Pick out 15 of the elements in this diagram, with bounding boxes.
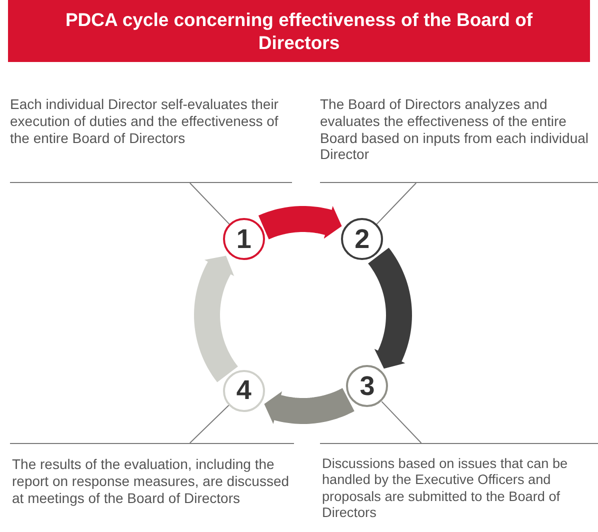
cycle-arrow bbox=[194, 256, 238, 384]
step-number-circle: 1 bbox=[222, 218, 265, 260]
leader-line bbox=[376, 182, 417, 225]
description-text: Discussions based on issues that can be handled by the Executive Officers and proposals are submitted to the Board of Directors bbox=[322, 456, 569, 522]
step-number-circle: 2 bbox=[341, 218, 384, 260]
cycle-arrow bbox=[368, 245, 412, 369]
step-number-circle: 3 bbox=[346, 365, 388, 408]
title-banner: PDCA cycle concerning effectiveness of the Board of Directors bbox=[8, 0, 590, 62]
step-number-circle: 4 bbox=[222, 370, 265, 412]
leader-line bbox=[189, 182, 230, 225]
leader-line bbox=[381, 401, 422, 444]
leader-line bbox=[189, 404, 230, 444]
description-text: The results of the evaluation, including the report on response measures, are discussed at meetings of the Board of Directors bbox=[12, 456, 290, 506]
description-text: The Board of Directors analyzes and evaluates the effectiveness of the entire Board based on inputs from each individual Director bbox=[320, 96, 590, 164]
description-text: Each individual Director self-evaluates their execution of duties and the effectiveness of the entire Board of Directors bbox=[10, 96, 280, 146]
